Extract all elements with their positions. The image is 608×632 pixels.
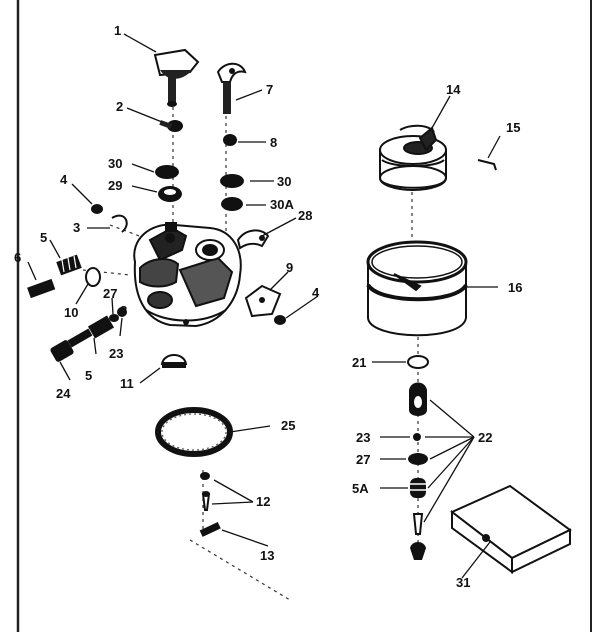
part-9-plate <box>244 284 282 318</box>
part-5-spring-lower <box>87 315 115 339</box>
callout-10: 10 <box>64 305 78 320</box>
callout-5-lower: 5 <box>85 368 92 383</box>
part-14-float <box>379 124 447 191</box>
part-30A-seal <box>221 197 243 211</box>
part-5-spring-top <box>56 254 82 276</box>
part-6-screw <box>27 278 56 299</box>
callout-5-top: 5 <box>40 230 47 245</box>
part-13-pin <box>199 522 221 537</box>
part-15-clip <box>477 159 497 171</box>
callout-11: 11 <box>120 376 134 391</box>
part-24-mixture-screw <box>50 328 93 362</box>
callout-30-left: 30 <box>108 156 122 171</box>
callout-4-top: 4 <box>60 172 68 187</box>
callout-13: 13 <box>260 548 274 563</box>
callout-15: 15 <box>506 120 520 135</box>
part-4-screw-right <box>274 315 286 325</box>
callout-28: 28 <box>298 208 312 223</box>
callout-30A: 30A <box>270 197 294 212</box>
callout-4-right: 4 <box>312 285 320 300</box>
part-22-bowl-nut-assembly <box>408 382 428 560</box>
part-30-seal-left <box>155 165 179 179</box>
callout-21: 21 <box>352 355 366 370</box>
part-4-screw-top <box>91 204 103 214</box>
callout-3: 3 <box>73 220 80 235</box>
callout-9: 9 <box>286 260 293 275</box>
callout-23-right: 23 <box>356 430 370 445</box>
carburetor-body <box>133 222 242 328</box>
part-2-screw <box>159 120 183 132</box>
assembly-centerlines <box>82 72 419 601</box>
callout-27-right: 27 <box>356 452 370 467</box>
part-31-gasket-kit <box>450 484 572 574</box>
callout-16: 16 <box>508 280 522 295</box>
callout-30-right: 30 <box>277 174 291 189</box>
callout-5A: 5A <box>352 481 369 496</box>
part-30-seal-right <box>220 174 244 188</box>
part-12-needle-seat <box>200 472 211 511</box>
callout-31: 31 <box>456 575 470 590</box>
part-7-throttle-shaft <box>216 62 247 114</box>
part-8-washer-lower <box>117 307 127 317</box>
callout-labels: 1 2 7 8 30 29 30 30A 4 3 28 6 5 10 27 23… <box>14 23 522 590</box>
callout-23-left: 23 <box>109 346 123 361</box>
part-11-plug <box>160 354 188 368</box>
leader-lines <box>27 33 501 579</box>
callout-2: 2 <box>116 99 123 114</box>
callout-7: 7 <box>266 82 273 97</box>
part-28-choke-lever <box>236 229 270 250</box>
part-8-washer-top <box>223 134 237 146</box>
callout-1: 1 <box>114 23 121 38</box>
callout-14: 14 <box>446 82 461 97</box>
part-10-washer <box>85 267 101 287</box>
callout-24: 24 <box>56 386 71 401</box>
part-29-washer <box>158 186 182 202</box>
callout-8-top: 8 <box>270 135 277 150</box>
part-25-bowl-gasket <box>155 407 233 457</box>
callout-6: 6 <box>14 250 21 265</box>
part-1-primer-bracket <box>153 48 200 107</box>
callout-22: 22 <box>478 430 492 445</box>
part-16-float-bowl <box>366 240 468 337</box>
part-27-o-ring-left <box>109 314 119 322</box>
callout-8-lower: 8 <box>120 303 127 318</box>
part-21-washer <box>407 355 429 369</box>
part-3-clip <box>111 214 128 233</box>
callout-29: 29 <box>108 178 122 193</box>
callout-12: 12 <box>256 494 270 509</box>
callout-27-left: 27 <box>103 286 117 301</box>
callout-25: 25 <box>281 418 295 433</box>
